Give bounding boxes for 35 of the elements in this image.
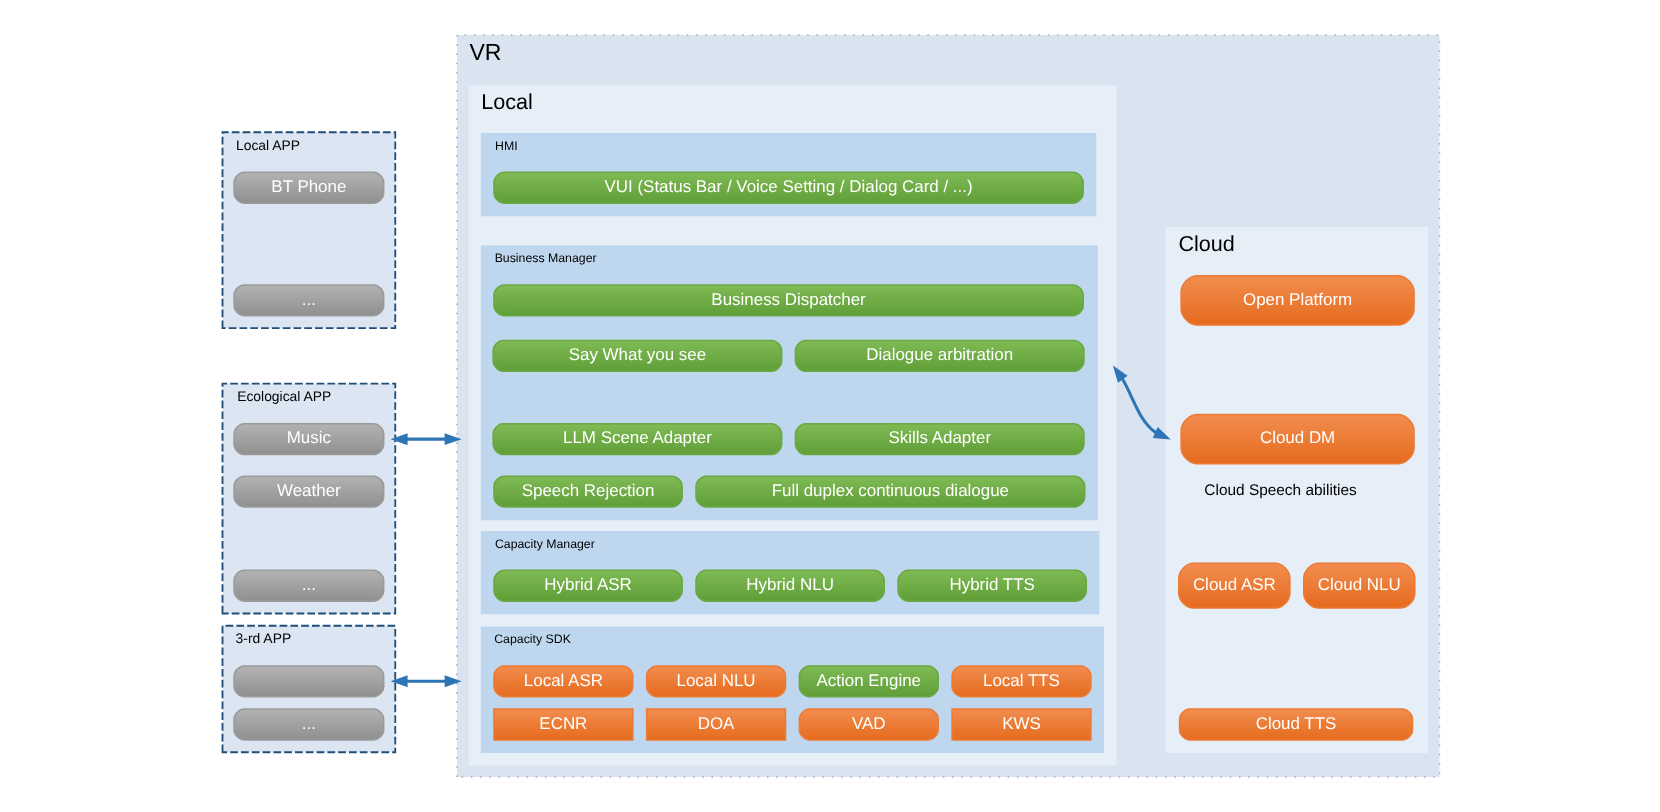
node-box: Say What you see [491,339,782,373]
node-box: DOA [644,708,786,741]
node-box: Cloud ASR [1177,562,1290,609]
node-box: Open Platform [1179,274,1414,326]
node-box: Weather [232,475,384,508]
node-box: Business Dispatcher [492,284,1083,317]
node-box: Cloud TTS [1177,708,1413,741]
node-box: Hybrid ASR [492,569,682,602]
node-box: Cloud NLU [1302,562,1415,609]
node-box [232,665,384,698]
node-box: BT Phone [232,171,384,204]
node-box: Skills Adapter [793,422,1084,456]
node-box: Local TTS [950,665,1091,698]
node-box: Action Engine [797,665,938,698]
node-box: ... [232,284,384,317]
node-box: ... [232,569,384,602]
node-box: Local ASR [492,665,633,698]
arrow [1111,365,1170,440]
arrow [389,675,461,688]
label: Cloud Speech abilities [1203,481,1356,500]
node-box: VAD [797,708,938,741]
node-box: VUI (Status Bar / Voice Setting / Dialog Card / ...) [492,171,1083,204]
node-box: Cloud DM [1179,413,1414,465]
node-box: ECNR [492,708,633,741]
arrow [389,433,461,446]
node-box: KWS [950,708,1091,741]
node-box: Hybrid TTS [896,569,1087,602]
node-box: Speech Rejection [492,475,682,508]
node-box: Dialogue arbitration [793,339,1084,373]
node-box: ... [232,708,384,741]
node-box: Full duplex continuous dialogue [694,475,1085,508]
node-box: LLM Scene Adapter [491,422,782,456]
node-box: Local NLU [644,665,786,698]
node-box: Hybrid NLU [694,569,884,602]
node-box: Music [232,422,384,456]
